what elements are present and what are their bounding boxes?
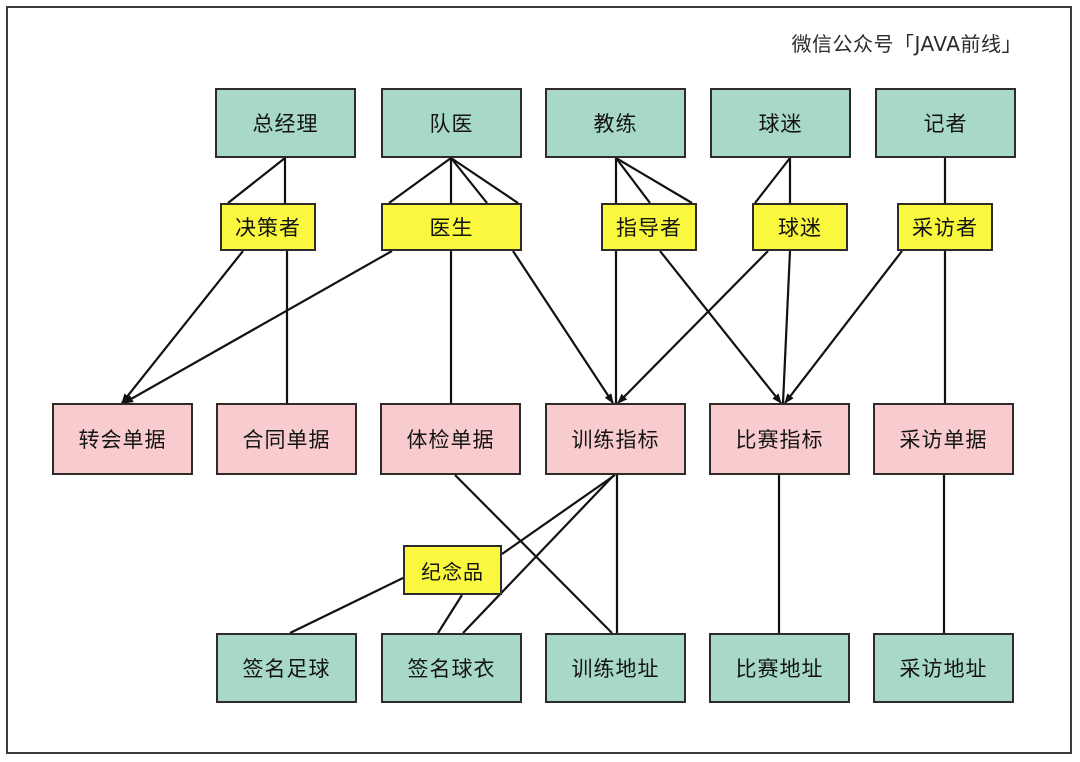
node-d6[interactable]: 采访单据 [873,403,1014,475]
node-label: 转会单据 [78,428,167,452]
node-label: 采访者 [912,216,978,240]
node-a2[interactable]: 队医 [381,88,522,158]
node-label: 采访地址 [899,657,988,681]
node-label: 总经理 [252,112,319,136]
node-p2[interactable]: 签名球衣 [381,633,522,703]
node-p4[interactable]: 比赛地址 [709,633,850,703]
node-d1[interactable]: 转会单据 [52,403,193,475]
node-label: 球迷 [778,216,822,240]
node-label: 决策者 [235,216,301,240]
node-label: 训练指标 [571,428,660,452]
node-d5[interactable]: 比赛指标 [709,403,850,475]
node-d2[interactable]: 合同单据 [216,403,357,475]
node-a3[interactable]: 教练 [545,88,686,158]
node-p5[interactable]: 采访地址 [873,633,1014,703]
node-label: 签名球衣 [407,657,496,681]
node-label: 记者 [923,112,968,136]
node-a4[interactable]: 球迷 [710,88,851,158]
node-r3[interactable]: 指导者 [601,203,697,251]
node-r1[interactable]: 决策者 [220,203,316,251]
node-label: 队医 [429,112,474,136]
node-a1[interactable]: 总经理 [215,88,356,158]
node-d4[interactable]: 训练指标 [545,403,686,475]
node-label: 比赛指标 [735,428,824,452]
node-label: 采访单据 [899,428,988,452]
node-label: 指导者 [616,216,682,240]
node-label: 医生 [429,216,474,240]
watermark-label: 微信公众号「JAVA前线」 [791,32,1022,56]
node-label: 签名足球 [242,657,331,681]
node-r2[interactable]: 医生 [381,203,522,251]
node-p3[interactable]: 训练地址 [545,633,686,703]
node-r4[interactable]: 球迷 [752,203,848,251]
node-p1[interactable]: 签名足球 [216,633,357,703]
node-label: 比赛地址 [735,657,824,681]
node-label: 球迷 [758,112,803,136]
node-label: 训练地址 [571,657,660,681]
node-d3[interactable]: 体检单据 [380,403,521,475]
node-label: 教练 [593,112,638,136]
node-label: 合同单据 [242,428,331,452]
node-s1[interactable]: 纪念品 [403,545,502,595]
node-a5[interactable]: 记者 [875,88,1016,158]
node-label: 纪念品 [421,559,484,584]
node-label: 体检单据 [406,428,495,452]
node-r5[interactable]: 采访者 [897,203,993,251]
